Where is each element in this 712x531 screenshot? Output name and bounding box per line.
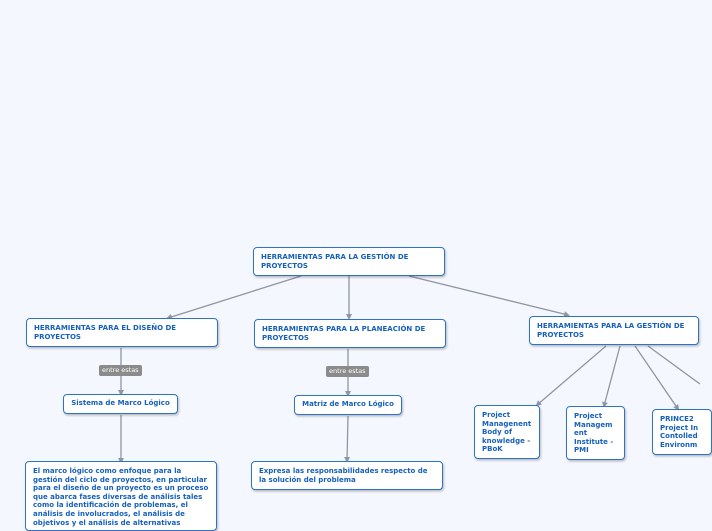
matriz-marco-logico-label: Matriz de Marco Lógico	[302, 400, 394, 408]
responsabilidades-detail-node[interactable]: Expresa las responsabilidades respecto d…	[251, 461, 443, 490]
edge-gestion-offscreen	[647, 345, 701, 385]
prince2-label: PRINCE2 Project In Contolled Environm	[660, 415, 699, 449]
edge-gestion-pbok	[535, 345, 607, 407]
pbok-node[interactable]: Project Managenent Body of knowledge - P…	[474, 405, 540, 459]
responsabilidades-detail-text: Expresa las responsabilidades respecto d…	[259, 467, 428, 484]
pbok-label: Project Managenent Body of knowledge - P…	[482, 411, 532, 454]
branch-planeacion-label: HERRAMIENTAS PARA LA PLANEACIÓN DE PROYE…	[262, 325, 426, 342]
edge-root-diseno	[166, 275, 302, 320]
connector-label-diseno: entre estas	[99, 365, 142, 376]
edge-gestion-prince2	[634, 345, 680, 411]
sistema-marco-logico-node[interactable]: Sistema de Marco Lógico	[63, 394, 178, 414]
matriz-marco-logico-node[interactable]: Matriz de Marco Lógico	[294, 395, 402, 415]
branch-diseno-node[interactable]: HERRAMIENTAS PARA EL DISEÑO DE PROYECTOS	[26, 318, 218, 347]
branch-planeacion-node[interactable]: HERRAMIENTAS PARA LA PLANEACIÓN DE PROYE…	[254, 319, 446, 348]
marco-logico-detail-node[interactable]: El marco lógico como enfoque para la ges…	[25, 461, 217, 531]
prince2-node[interactable]: PRINCE2 Project In Contolled Environm	[652, 409, 712, 455]
pmi-label: Project Managem ent Institute - PMI	[574, 412, 614, 455]
edge-gestion-pmi	[602, 345, 621, 408]
root-node[interactable]: HERRAMIENTAS PARA LA GESTIÓN DE PROYECTO…	[253, 247, 445, 276]
root-node-label: HERRAMIENTAS PARA LA GESTIÓN DE PROYECTO…	[261, 253, 409, 270]
connector-label-planeacion: entre estas	[326, 366, 369, 377]
edge-planeacion-detail	[344, 415, 351, 463]
edge-root-gestion	[408, 275, 570, 317]
sistema-marco-logico-label: Sistema de Marco Lógico	[71, 399, 170, 407]
branch-diseno-label: HERRAMIENTAS PARA EL DISEÑO DE PROYECTOS	[34, 324, 177, 341]
marco-logico-detail-text: El marco lógico como enfoque para la ges…	[33, 467, 209, 527]
branch-gestion-node[interactable]: HERRAMIENTAS PARA LA GESTIÓN DE PROYECTO…	[529, 316, 699, 345]
pmi-node[interactable]: Project Managem ent Institute - PMI	[566, 406, 625, 460]
branch-gestion-label: HERRAMIENTAS PARA LA GESTIÓN DE PROYECTO…	[537, 322, 685, 339]
